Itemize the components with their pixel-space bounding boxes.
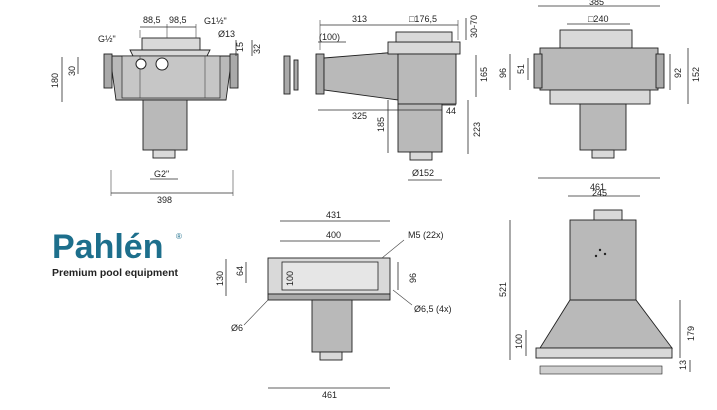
- rear-dim-240: □240: [588, 14, 608, 24]
- wide-dim-245: 245: [592, 188, 607, 198]
- top-dim-431: 431: [326, 210, 341, 220]
- wide-dim-179: 179: [686, 326, 696, 341]
- front-dim-d13: Ø13: [218, 29, 235, 39]
- wide-dim-100: 100: [514, 334, 524, 349]
- brand-tagline: Premium pool equipment: [52, 267, 179, 279]
- top-dim-130: 130: [215, 271, 225, 286]
- rear-view: 385 □240 96 51 92 152 461: [498, 0, 701, 192]
- front-dim-g2: G2": [154, 169, 169, 179]
- wide-dim-13: 13: [678, 360, 688, 370]
- top-dim-96: 96: [408, 273, 418, 283]
- registered-mark: ®: [176, 232, 182, 241]
- brand-logo: Pahlén ® Premium pool equipment: [52, 228, 182, 279]
- side-dim-44: 44: [446, 106, 456, 116]
- side-dim-176-5: □176,5: [409, 14, 437, 24]
- side-dim-d152: Ø152: [412, 168, 434, 178]
- side-dim-185: 185: [376, 117, 386, 132]
- front-dim-180: 180: [50, 73, 60, 88]
- front-dim-g1-half: G1½": [204, 16, 227, 26]
- front-dim-32: 32: [252, 44, 262, 54]
- wide-view: 245 521 100 179 13: [498, 188, 696, 375]
- rear-dim-92: 92: [673, 68, 683, 78]
- top-dim-64: 64: [235, 266, 245, 276]
- front-dim-g-half: G½": [98, 34, 116, 44]
- front-dim-88-5: 88,5: [143, 15, 161, 25]
- side-dim-165: 165: [479, 67, 489, 82]
- side-view: 313 □176,5 30-70 (100) 165 325 44 185 22…: [283, 14, 489, 181]
- top-view: 431 400 M5 (22x) 130 64 100 96 Ø6 Ø6,5 (…: [215, 210, 452, 400]
- front-dim-30: 30: [67, 66, 77, 76]
- side-dim-325: 325: [352, 111, 367, 121]
- front-dim-398: 398: [157, 195, 172, 205]
- front-dim-98-5: 98,5: [169, 15, 187, 25]
- top-dim-m5: M5 (22x): [408, 230, 444, 240]
- side-dim-223: 223: [472, 122, 482, 137]
- rear-dim-96: 96: [498, 68, 508, 78]
- top-dim-d6: Ø6: [231, 323, 243, 333]
- rear-dim-152: 152: [691, 67, 701, 82]
- side-dim-30-70: 30-70: [469, 15, 479, 38]
- rear-dim-385: 385: [589, 0, 604, 7]
- rear-dim-51: 51: [516, 64, 526, 74]
- front-dim-15: 15: [235, 42, 245, 52]
- top-dim-461: 461: [322, 390, 337, 400]
- top-dim-400: 400: [326, 230, 341, 240]
- top-dim-100: 100: [285, 271, 295, 286]
- front-view: 88,5 98,5 G½" G1½" Ø13 15 32 30 180 G2" …: [50, 15, 262, 205]
- top-dim-d6-5: Ø6,5 (4x): [414, 304, 452, 314]
- side-dim-100: (100): [319, 32, 340, 42]
- brand-name: Pahlén: [52, 228, 164, 266]
- side-dim-313: 313: [352, 14, 367, 24]
- wide-dim-521: 521: [498, 282, 508, 297]
- rear-dim-461: 461: [590, 182, 605, 192]
